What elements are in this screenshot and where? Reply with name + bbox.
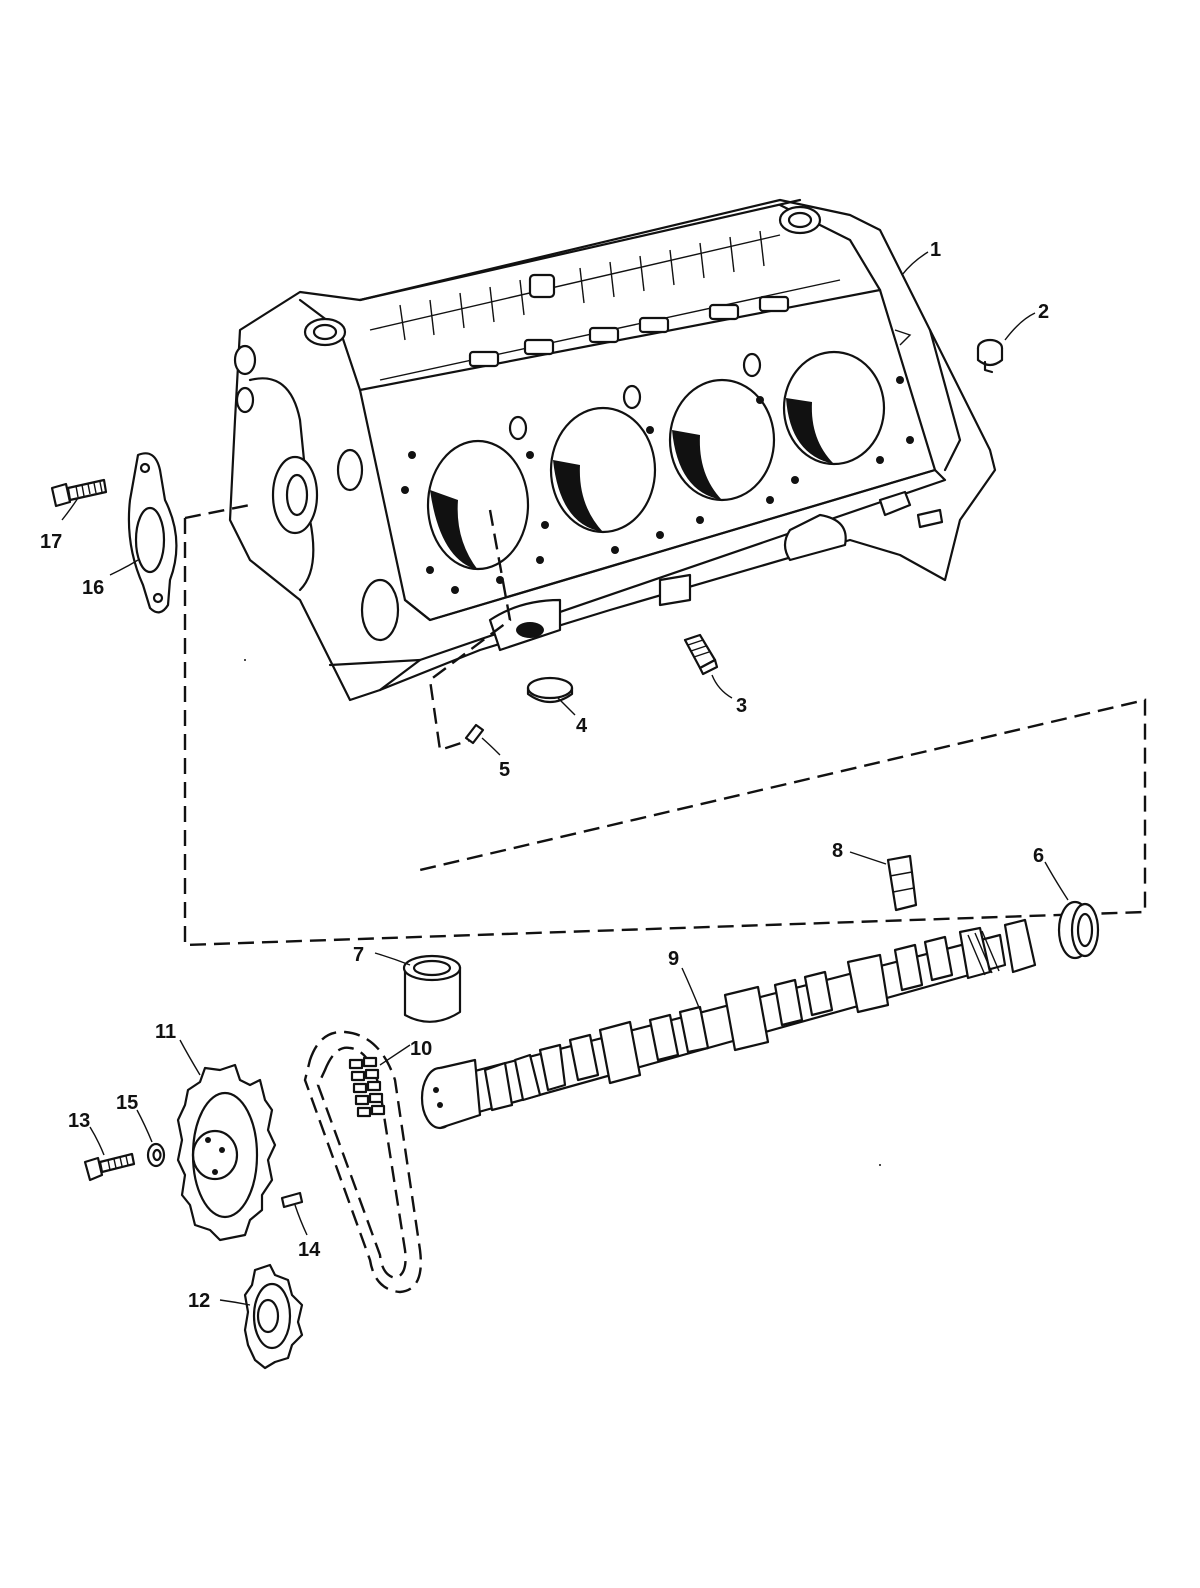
callout-16: 16 xyxy=(82,577,104,599)
callout-7: 7 xyxy=(353,944,364,966)
camshaft-sprocket xyxy=(176,1063,277,1242)
washer xyxy=(146,1142,166,1168)
callout-4: 4 xyxy=(576,715,588,737)
camshaft-seal xyxy=(1057,900,1100,960)
screw xyxy=(50,478,108,508)
leader-lines xyxy=(61,251,1069,1306)
callout-3: 3 xyxy=(736,695,747,717)
crankshaft-sprocket xyxy=(243,1263,304,1370)
bushing xyxy=(526,676,574,704)
callout-12: 12 xyxy=(188,1290,210,1312)
callout-11: 11 xyxy=(155,1021,176,1043)
callout-1: 1 xyxy=(930,239,941,261)
callout-labels: 1 2 3 4 5 6 7 8 9 10 11 12 13 14 15 16 1… xyxy=(40,239,1049,1312)
timing-chain xyxy=(303,1030,422,1294)
callout-13: 13 xyxy=(68,1110,90,1132)
callout-9: 9 xyxy=(668,948,679,970)
callout-6: 6 xyxy=(1033,845,1044,867)
callout-10: 10 xyxy=(410,1038,432,1060)
callout-2: 2 xyxy=(1038,301,1049,323)
callout-14: 14 xyxy=(298,1239,321,1261)
drain-plug xyxy=(683,633,719,676)
dowel-pin xyxy=(464,723,485,745)
dowel xyxy=(280,1191,304,1209)
camshaft xyxy=(420,918,1037,1130)
cylinder-block xyxy=(228,198,997,702)
gasket xyxy=(127,452,178,614)
callout-5: 5 xyxy=(499,759,510,781)
callout-17: 17 xyxy=(40,531,62,553)
callout-8: 8 xyxy=(832,840,843,862)
key-block xyxy=(886,854,918,912)
plug xyxy=(976,338,1004,374)
callout-15: 15 xyxy=(116,1092,138,1114)
bolt xyxy=(83,1152,136,1182)
camshaft-bearing xyxy=(402,954,462,1023)
